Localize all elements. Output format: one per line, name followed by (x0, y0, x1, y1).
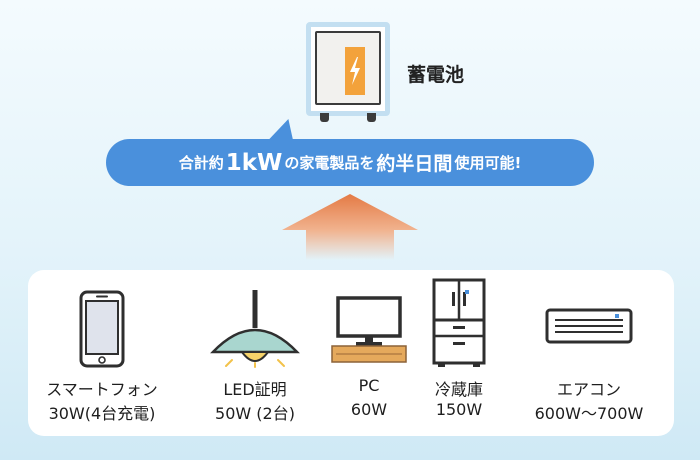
battery-foot-left (320, 113, 329, 122)
device-smartphone: スマートフォン 30W(4台充電) (28, 270, 176, 436)
device-refrigerator: 冷蔵庫 150W (414, 270, 504, 436)
device-air-conditioner: エアコン 600W〜700W (504, 270, 674, 436)
device-pc: PC 60W (324, 270, 414, 436)
battery-body (315, 31, 381, 105)
device-name: LED証明 (223, 380, 287, 399)
headline-part-3: の家電製品を (284, 154, 375, 172)
headline-part-1: 合計約 (178, 154, 224, 172)
device-name: スマートフォン (46, 380, 158, 399)
desktop-pc-icon (331, 296, 407, 363)
battery-label: 蓄電池 (407, 64, 465, 86)
device-wattage: 60W (350, 400, 388, 419)
device-name: エアコン (556, 380, 621, 399)
air-conditioner-icon (545, 308, 633, 344)
refrigerator-icon (432, 278, 486, 367)
headline-part-5: 使用可能! (454, 154, 522, 172)
device-wattage: 150W (435, 400, 483, 419)
headline-duration: 約半日間 (376, 153, 453, 175)
battery-illustration (306, 22, 390, 122)
device-lamp: LED証明 50W (2台) (180, 270, 330, 436)
device-wattage: 30W(4台充電) (48, 404, 156, 423)
battery-foot-right (367, 113, 376, 122)
lightning-bolt-icon (345, 47, 365, 95)
device-wattage: 50W (2台) (215, 404, 295, 423)
up-arrow-icon (282, 194, 418, 260)
device-name: PC (358, 376, 380, 395)
headline-bubble: 合計約 1kW の家電製品を 約半日間 使用可能! (106, 139, 594, 186)
pendant-lamp-icon (210, 290, 300, 368)
appliance-panel: スマートフォン 30W(4台充電) LED証明 50W (2台) PC 60W (28, 270, 674, 436)
headline-power: 1kW (225, 149, 283, 176)
smartphone-icon (79, 290, 125, 368)
device-name: 冷蔵庫 (434, 380, 483, 399)
device-wattage: 600W〜700W (534, 404, 644, 423)
